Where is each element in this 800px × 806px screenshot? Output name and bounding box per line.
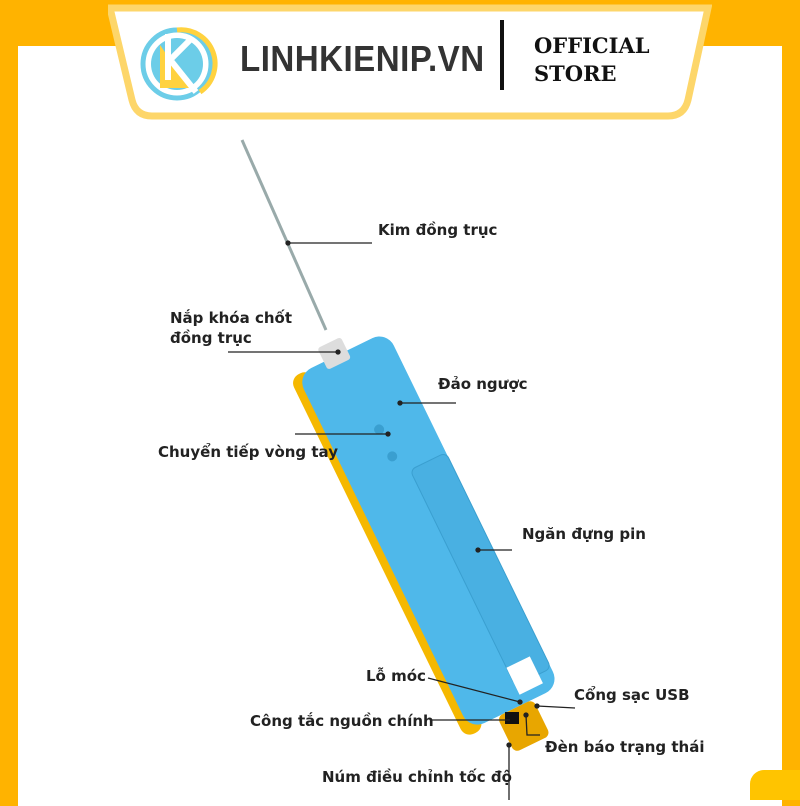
label-cap-line2: đồng trục (170, 329, 252, 347)
label-battery: Ngăn đựng pin (522, 525, 646, 543)
label-usb: Cổng sạc USB (574, 686, 690, 704)
label-cap: Nắp khóa chốt đồng trục (170, 308, 292, 348)
store-text: STORE (534, 61, 617, 86)
reverse-button (374, 424, 385, 435)
needle (240, 139, 328, 331)
coax-cap (318, 337, 351, 369)
forward-button (387, 451, 398, 462)
label-cap-line1: Nắp khóa chốt (170, 309, 292, 327)
label-forward: Chuyển tiếp vòng tay (158, 443, 338, 461)
label-hook: Lỗ móc (366, 667, 426, 685)
divider (500, 20, 504, 90)
brand-logo-icon (140, 27, 218, 101)
sticker (506, 656, 543, 695)
label-led: Đèn báo trạng thái (545, 738, 705, 756)
power-switch (505, 712, 519, 724)
official-text: OFFICIAL (534, 33, 650, 58)
label-needle: Kim đồng trục (378, 221, 498, 239)
label-speed: Núm điều chỉnh tốc độ (322, 768, 512, 786)
label-power: Công tắc nguồn chính (250, 712, 434, 730)
corner-decoration (750, 770, 800, 800)
header-banner (108, 4, 712, 120)
label-reverse: Đảo ngược (438, 375, 528, 393)
official-store-label: OFFICIAL STORE (534, 32, 650, 88)
brand-name: LINHKIENIP.VN (240, 38, 485, 79)
